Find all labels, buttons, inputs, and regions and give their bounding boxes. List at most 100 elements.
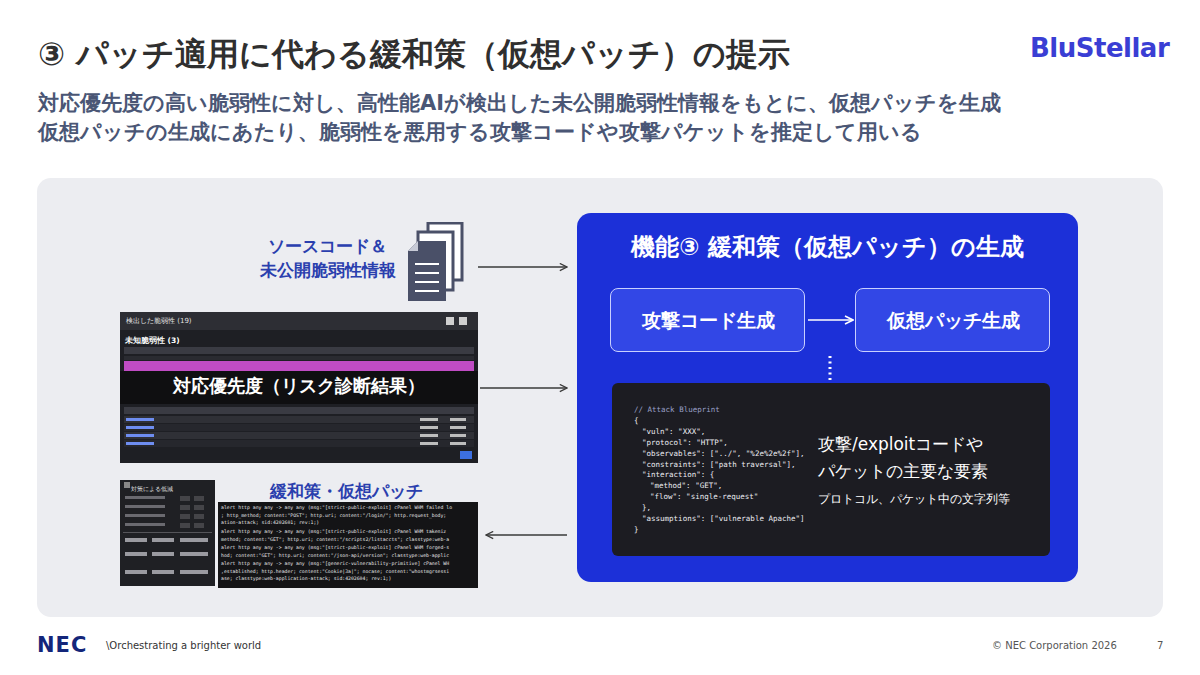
panel-divider	[123, 532, 212, 533]
screen-subheading: 未知脆弱性 (3)	[125, 336, 180, 346]
window-button	[446, 317, 454, 325]
table-header	[124, 407, 474, 414]
risk-screenshot: 検出した脆弱性 (19)未知脆弱性 (3)対応優先度（リスク診断結果）	[120, 312, 478, 463]
flow-arrow	[486, 534, 567, 535]
page-number: 7	[1157, 640, 1163, 651]
code-line: "flow": "single-request"	[650, 492, 758, 501]
box-title: 機能③ 緩和策（仮想パッチ）の生成	[577, 231, 1078, 263]
code-line: {	[634, 416, 639, 425]
table-cell	[450, 418, 466, 421]
rule-panel	[218, 502, 478, 588]
rule-line: alert http any any -> any any (msg:"[gen…	[221, 561, 449, 566]
rule-line: alert http any any -> any any (msg:"[str…	[221, 505, 452, 510]
window-header	[120, 312, 478, 330]
subtitle-line: 仮想パッチの生成にあたり、脆弱性を悪用する攻撃コードや攻撃パケットを推定して用い…	[38, 118, 922, 146]
document-fold	[408, 241, 418, 251]
table-row	[124, 432, 474, 439]
input-source: ソースコード＆ 未公開脆弱性情報	[250, 222, 465, 302]
flow-arrow	[478, 266, 567, 267]
panel-row	[125, 496, 165, 499]
panel-field	[194, 496, 204, 501]
slide-title: ③ パッチ適用に代わる緩和策（仮想パッチ）の提示	[38, 33, 790, 77]
panel-cell	[125, 552, 147, 556]
box-label: 攻撃コード生成	[611, 308, 806, 334]
rule-line: alert http any any -> any any (msg:"[str…	[221, 529, 446, 534]
rule-line: method; content:"GET"; http.uri; content…	[221, 537, 449, 542]
document-line	[415, 281, 439, 283]
screen-heading: 対策による低減	[131, 485, 173, 494]
table-cell	[450, 434, 466, 437]
table-row	[124, 416, 474, 423]
table-header	[124, 347, 474, 354]
panel-row	[125, 523, 165, 526]
highlight-row	[124, 361, 474, 371]
table-cell	[450, 426, 466, 429]
code-line: "vuln": "XXX",	[642, 427, 705, 436]
rule-line: ,established; http.header; content:"Cook…	[221, 569, 449, 574]
rule-line: ase; classtype:web-application-attack; s…	[221, 576, 391, 581]
overlay-band	[120, 371, 478, 404]
code-line: "method": "GET",	[650, 481, 722, 490]
code-line: }	[634, 525, 639, 534]
panel-row	[125, 505, 165, 508]
panel-field	[194, 514, 204, 519]
panel-cell	[152, 552, 174, 556]
rule-line: alert http any any -> any any (msg:"[str…	[221, 545, 449, 550]
company-logo: NEC	[37, 633, 87, 657]
table-link	[126, 442, 154, 445]
table-link	[126, 418, 154, 421]
document-line	[415, 290, 439, 292]
panel-row	[125, 514, 165, 517]
panel-field	[180, 505, 190, 510]
panel-cell	[180, 538, 208, 542]
window-button	[459, 317, 467, 325]
code-line: "constraints": ["path traversal"],	[642, 460, 796, 469]
panel-icon	[124, 482, 130, 488]
code-line: "observables": ["../", "%2e%2e%2f"],	[642, 449, 805, 458]
brand-logo: BluStellar	[1030, 33, 1169, 63]
code-line: "protocol": "HTTP",	[642, 438, 728, 447]
table-link	[126, 434, 154, 437]
note: プロトコル、パケット中の文字列等	[818, 491, 1010, 508]
table-cell	[420, 442, 438, 445]
panel-cell	[125, 570, 147, 574]
table-cell	[420, 434, 438, 437]
document-line	[415, 263, 439, 265]
side-panel	[120, 480, 215, 586]
code-line: },	[642, 503, 651, 512]
table-cell	[450, 442, 466, 445]
table-cell	[420, 426, 438, 429]
panel-cell	[180, 570, 208, 574]
panel-field	[180, 496, 190, 501]
rule-line: ation-attack; sid:4202601; rev:1;)	[221, 520, 319, 525]
overlay-caption: 対応優先度（リスク診断結果）	[120, 374, 478, 398]
document-line	[415, 272, 439, 274]
code-line: // Attack Blueprint	[634, 405, 720, 414]
document-icon	[408, 241, 446, 301]
table-row	[124, 356, 474, 360]
output-label: 緩和策・仮想パッチ	[270, 480, 423, 503]
content-panel	[37, 178, 1163, 617]
box-label: 仮想パッチ生成	[856, 308, 1051, 334]
table-row	[124, 440, 474, 447]
code-line: "interaction": {	[642, 470, 714, 479]
panel-cell	[180, 552, 208, 556]
copyright: © NEC Corporation 2026	[992, 640, 1117, 651]
panel-field	[180, 514, 190, 519]
pager-button	[460, 451, 472, 459]
table-row	[124, 424, 474, 431]
table-link	[126, 426, 154, 429]
function-box: 機能③ 緩和策（仮想パッチ）の生成攻撃コード生成 仮想パッチ生成 // Attack…	[577, 213, 1078, 582]
panel-cell	[152, 570, 174, 574]
rule-line: hod; content:"GET"; http.uri; content:"/…	[221, 553, 449, 558]
table-cell	[420, 418, 438, 421]
subtitle-line: 対応優先度の高い脆弱性に対し、高性能AIが検出した未公開脆弱性情報をもとに、仮想…	[38, 89, 1001, 117]
mitigation-screenshot: 緩和策・仮想パッチ 対策による低減 alert http any any -> an…	[120, 480, 478, 588]
panel-cell	[152, 538, 174, 542]
code-line: "assumptions": ["vulnerable Apache"]	[642, 514, 805, 523]
rule-line: ; http_method; content:"POST"; http.uri;…	[221, 513, 446, 518]
process-box: 仮想パッチ生成	[855, 288, 1050, 352]
process-box: 攻撃コード生成	[610, 288, 805, 352]
flow-arrow	[480, 387, 567, 388]
